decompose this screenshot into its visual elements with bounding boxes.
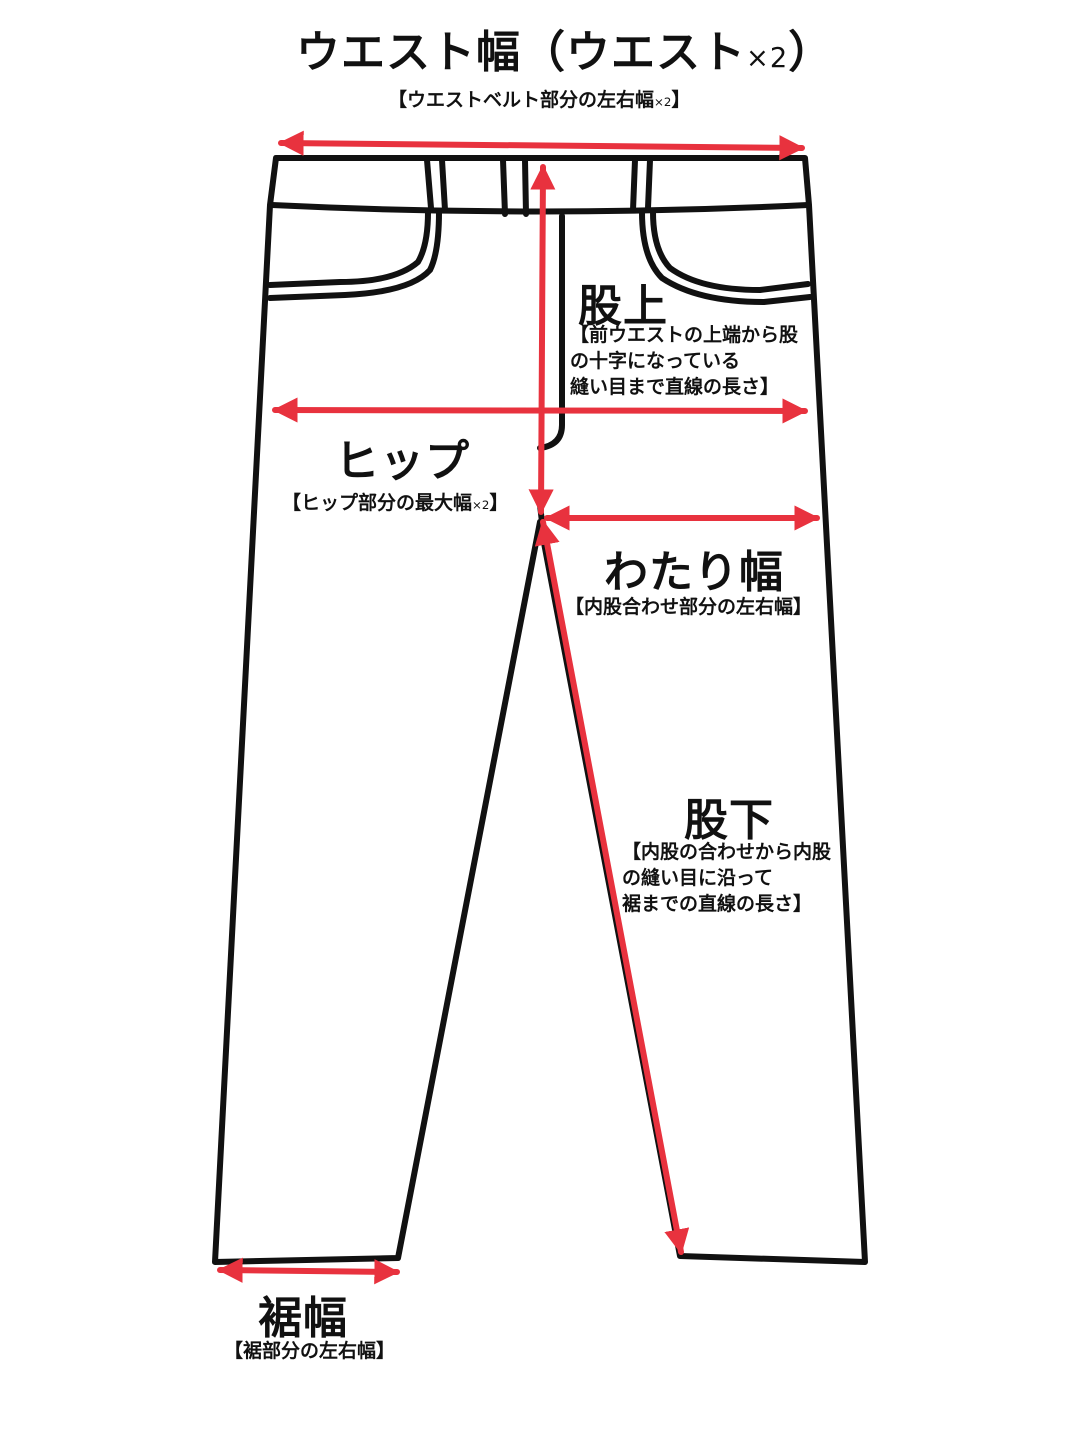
thigh-title: わたり幅 [604, 547, 784, 598]
waist-note-close: 】 [671, 89, 691, 111]
waist-note: 【ウエストベルト部分の左右幅×2】 [388, 87, 690, 115]
hip-title: ヒップ [335, 436, 470, 487]
right-pocket-inner [639, 209, 813, 305]
right-pocket-outer [650, 209, 811, 293]
hip-note-close: 】 [489, 492, 509, 514]
hip-arrow [272, 397, 808, 424]
hem-title: 裾幅 [258, 1293, 348, 1344]
rise-note-line-3: 縫い目まで直線の長さ】 [570, 376, 780, 398]
inseam-arrow [534, 519, 690, 1255]
rise-note-line-1: 【前ウエストの上端から股 [570, 324, 799, 346]
rise-note: 【前ウエストの上端から股 の十字になっている 縫い目まで直線の長さ】 [570, 322, 798, 400]
hip-note: 【ヒップ部分の最大幅×2】 [282, 490, 508, 518]
rise-arrow [528, 164, 556, 515]
hip-note-text: 【ヒップ部分の最大幅 [282, 492, 473, 514]
measurement-arrows [217, 130, 820, 1285]
belt-loop-right [630, 157, 653, 213]
inseam-title: 股下 [684, 795, 774, 846]
inseam-note-line-1: 【内股の合わせから内股 [622, 841, 832, 863]
waist-title-text: ウエスト幅（ウエスト [296, 27, 746, 78]
rise-title: 股上 [578, 281, 668, 332]
rise-note-line-2: の十字になっている [570, 350, 741, 372]
waist-note-text: 【ウエストベルト部分の左右幅 [388, 89, 655, 111]
inseam-note-line-2: の縫い目に沿って [622, 867, 774, 889]
inseam-note: 【内股の合わせから内股 の縫い目に沿って 裾までの直線の長さ】 [622, 839, 831, 917]
inseam-note-line-3: 裾までの直線の長さ】 [622, 893, 813, 915]
waist-note-suffix: ×2 [654, 95, 672, 109]
hem-note: 【裾部分の左右幅】 [224, 1340, 396, 1362]
left-pocket-inner [267, 209, 442, 301]
hem-arrow [217, 1257, 400, 1285]
left-pocket-outer [267, 209, 431, 288]
waist-title: ウエスト幅（ウエスト×2） [296, 16, 833, 80]
thigh-note: 【内股合わせ部分の左右幅】 [565, 596, 813, 618]
belt-loop-left [424, 157, 448, 213]
hip-note-suffix: ×2 [472, 498, 490, 512]
waist-title-close: ） [788, 27, 834, 78]
pants-outline [212, 155, 868, 1265]
belt-loop-center [500, 157, 529, 217]
waist-title-suffix: ×2 [746, 43, 789, 74]
waist-arrow [278, 130, 805, 161]
